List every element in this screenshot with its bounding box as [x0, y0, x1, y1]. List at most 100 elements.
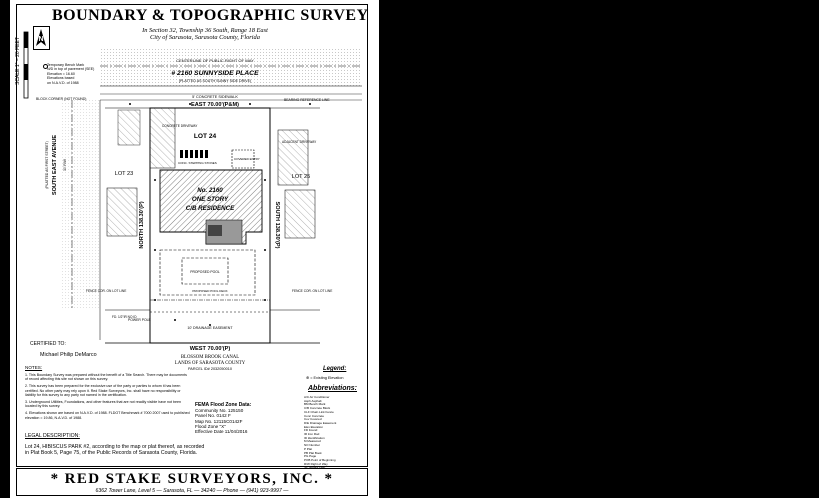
north-arrow: N [33, 26, 50, 50]
viewer-left-margin [0, 0, 10, 498]
ac-pad [208, 225, 222, 236]
company-footer: * RED STAKE SURVEYORS, INC. * 6362 Tower… [16, 468, 368, 496]
stepping-stones [180, 150, 208, 158]
flood-line: Effective Date 11/04/2016 [195, 429, 248, 435]
survey-subtitle: In Section 32, Township 36 South, Range … [70, 27, 340, 41]
power-pole-label: POWER POLE [128, 318, 152, 322]
elevation-markers [129, 103, 311, 326]
proposed-pool-deck-label: PROPOSED POOL DECK [192, 289, 227, 293]
benchmark-line: Elevation = 16.60 [47, 71, 75, 76]
legal-heading: LEGAL DESCRIPTION: [25, 433, 80, 439]
street-address: # 2160 SUNNYSIDE PLACE [171, 70, 259, 77]
drainage-easement-label: 10' DRAINAGE EASEMENT [187, 326, 233, 330]
abbreviation-item: Asph Asphalt [304, 399, 322, 403]
address-note: (PLATTED AS SOUTH SUNNY SIDE DRIVE) [179, 79, 251, 83]
proposed-pool [181, 257, 229, 285]
subtitle-line: In Section 32, Township 36 South, Range … [142, 27, 268, 34]
abbreviation-item: Cov Covered [304, 418, 322, 422]
abbreviation-item: FD Found [304, 429, 318, 433]
avenue-pavement [60, 100, 100, 310]
north-boundary-label: EAST 70.00'(P&M) [191, 102, 239, 108]
notes-heading: NOTES: [25, 365, 43, 370]
adjacent-residence-east [284, 189, 316, 239]
east-boundary-label: SOUTH 138.30'(P) [274, 201, 280, 248]
avenue-width: 30' R/W [63, 158, 67, 171]
benchmark-line: N/D in top of pavement (SEE) [47, 67, 95, 72]
lot-24-label: LOT 24 [194, 133, 217, 140]
certified-heading: CERTIFIED TO: [30, 341, 66, 347]
benchmark-line: on N.A.V.D. of 1988 [47, 80, 79, 85]
residence-stories: ONE STORY [192, 196, 229, 203]
canal-owner: LANDS OF SARASOTA COUNTY [175, 361, 246, 366]
abbreviation-item: SF Square Feet [304, 466, 366, 470]
note-item: 1. This Boundary Survey was prepared wit… [25, 373, 187, 382]
flood-line: Community No. 125150 [195, 408, 244, 414]
flood-heading: FEMA Flood Zone Data: [195, 402, 252, 408]
residence-number: No. 2160 [197, 187, 223, 194]
survey-title: BOUNDARY & TOPOGRAPHIC SURVEY [52, 7, 369, 24]
adjacent-residence-west [106, 187, 138, 237]
avenue-note: (PLATTED AS FIRST STREET) [45, 141, 49, 189]
abbreviation-item: Conc Concrete [304, 414, 325, 418]
proposed-pool-deck [159, 249, 256, 296]
fence-corner-west-label: FENCE COR. ON LOT LINE [86, 289, 126, 293]
abbreviation-item: M Measured [304, 440, 321, 444]
flood-line: Panel No. 0142 F [195, 413, 231, 419]
avenue-label: SOUTH EAST AVENUE [52, 135, 58, 196]
note-item: 4. Elevations shown are based on N.A.V.D… [25, 411, 190, 420]
abbreviation-item: ID Identification [304, 436, 325, 440]
abbreviation-item: NO Number [304, 444, 321, 448]
scale-bar: SCALE 1" = 20 FEET [15, 30, 30, 100]
abbreviation-item: A/C Air Conditioner [304, 396, 330, 399]
benchmark-icon [43, 64, 48, 69]
road-pavement [100, 48, 362, 86]
scale-bar-graphic [23, 31, 29, 99]
abbreviation-item: PB Plat Book [304, 451, 322, 455]
flood-line: Map No. 12115C0142F [195, 418, 243, 424]
west-boundary-label: NORTH 138.30'(P) [139, 201, 145, 248]
abbreviation-item: P Plat [304, 447, 312, 451]
note-item: 2. This survey has been prepared for the… [25, 384, 181, 397]
viewer-right-margin [379, 0, 819, 498]
sheet-border [16, 4, 368, 467]
lot-23-label: LOT 23 [115, 171, 134, 177]
company-address: 6362 Tower Lane, Level 5 — Sarasota, FL … [95, 488, 289, 494]
concrete-driveway [149, 107, 176, 169]
lot-25-label: LOT 25 [292, 174, 311, 180]
canal-label: BLOSSOM BROOK CANAL [181, 355, 239, 360]
proposed-pool-label: PROPOSED POOL [190, 270, 220, 274]
adjacent-driveway [277, 129, 309, 186]
covered-entry [231, 149, 255, 169]
canal-parcel: PARCEL ID# 2032050010 [188, 367, 232, 371]
found-iron-label: FD. 1/2"IR NO ID [112, 315, 137, 319]
certified-client: Michael Philip DeMarco [40, 352, 97, 358]
adjacent-driveway-label: ADJACENT DRIVEWAY [282, 140, 317, 144]
flood-line: Flood Zone "X" [195, 423, 226, 429]
abbreviation-item: Elev Elevation [304, 425, 324, 429]
bearing-reference-label: BEARING REFERENCE LINE [284, 98, 330, 102]
sidewalk-label: 5' CONCRETE SIDEWALK [192, 95, 238, 99]
fence-corner-east-label: FENCE COR. ON LOT LINE [292, 289, 332, 293]
abbreviations-heading: Abbreviations: [308, 385, 358, 392]
adjacent-driveway-west [117, 109, 141, 146]
legend-heading: Legend: [323, 366, 347, 372]
notes-list: 1. This Boundary Survey was prepared wit… [25, 373, 190, 423]
note-item: 3. Underground Utilities, Foundations, a… [25, 400, 182, 409]
stepping-stones-label: CONC. STEPPING STONES [178, 161, 217, 165]
south-boundary-label: WEST 70.00'(P) [190, 346, 231, 352]
block-corner-label: BLOCK CORNER (NOT FOUND) [36, 97, 86, 101]
benchmark-line: Elevations based [47, 76, 75, 81]
abbreviation-item: C/B Concrete Block [304, 407, 331, 411]
company-name: * RED STAKE SURVEYORS, INC. * [50, 471, 334, 487]
abbreviation-item: IR Iron Rod [304, 433, 320, 437]
legal-description: Lot 24, HIBISCUS PARK #2, according to t… [25, 444, 205, 457]
elevation-symbol-icon: ⊕ [306, 376, 310, 380]
right-of-way-label: CENTERLINE OF PUBLIC RIGHT OF WAY [176, 58, 254, 63]
benchmark-note: Temporary Bench Mark N/D in top of pavem… [47, 63, 117, 85]
north-label: N [38, 36, 43, 43]
abbreviation-item: D/E Drainage Easement [304, 421, 337, 425]
legend-existing-elevation: = Existing Elevation [310, 376, 344, 380]
abbreviation-item: R/W Right of Way [304, 462, 328, 466]
residence-type: C/B RESIDENCE [186, 205, 235, 212]
abbreviation-item: PG Page [304, 455, 317, 459]
